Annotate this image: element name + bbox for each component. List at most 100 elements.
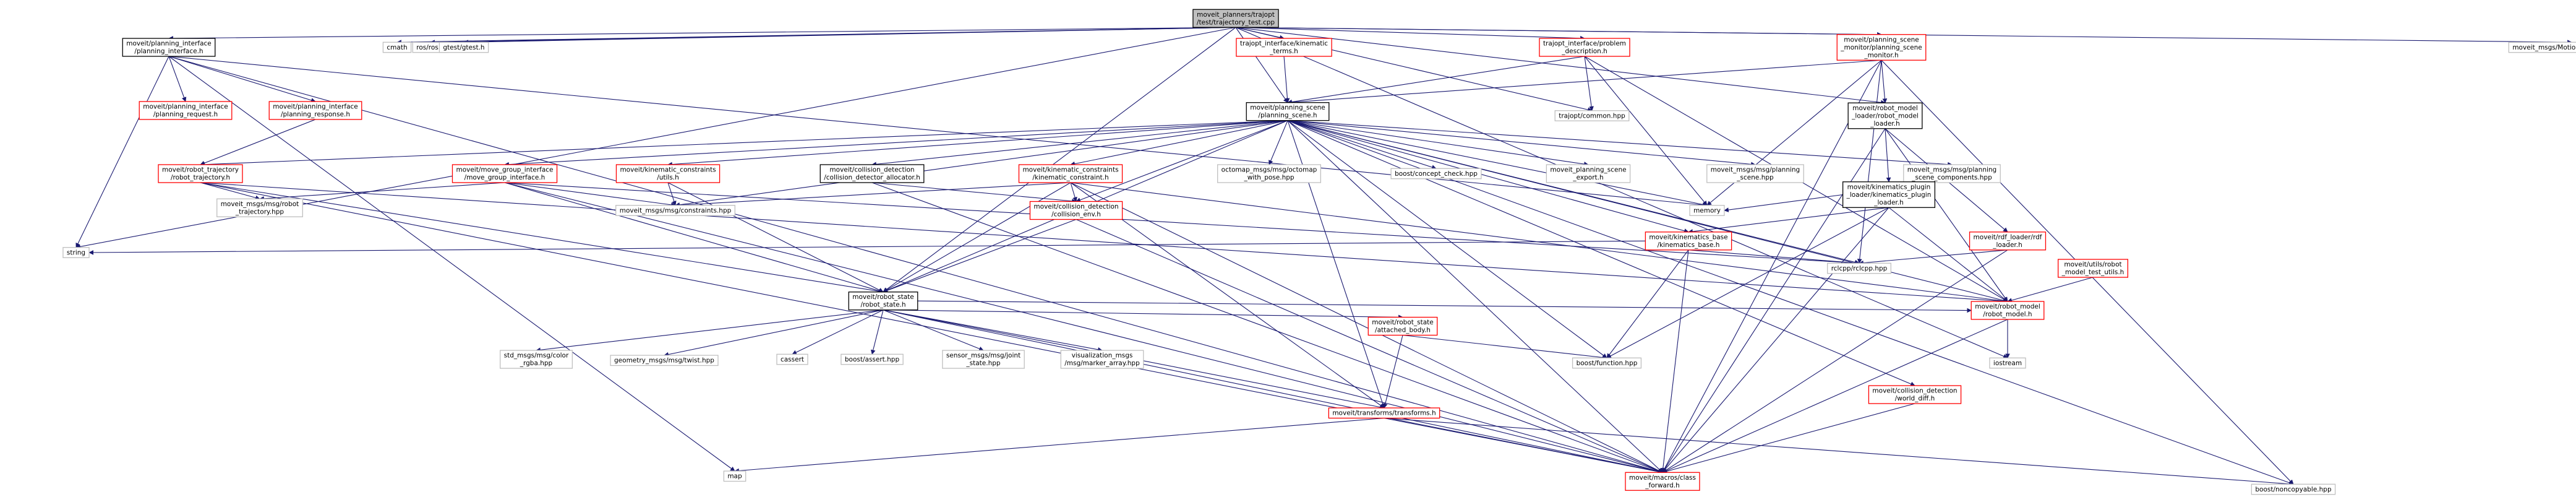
node-label-line: moveit_planners/trajopt <box>1197 11 1275 19</box>
node-label-line: /utils.h <box>657 174 679 181</box>
graph-edge-ps-to-octomap <box>1269 120 1288 165</box>
graph-node-rmtu[interactable]: moveit/utils/robot_model_test_utils.h <box>2058 259 2128 278</box>
graph-edge-kb-to-string <box>88 240 1646 255</box>
graph-edge-rs-to-twist <box>664 309 884 357</box>
node-label-line: /robot_model.h <box>1983 311 2032 318</box>
graph-edge-rml-to-kpl <box>1885 128 1891 183</box>
node-box <box>382 41 412 53</box>
graph-node-tf[interactable]: moveit/transforms/transforms.h <box>1328 407 1440 419</box>
node-label-line: /collision_env.h <box>1051 211 1101 219</box>
graph-edge-rs-to-ab <box>883 309 1403 320</box>
graph-edge-rm-to-cf <box>1662 319 2008 473</box>
node-label-line: _trajectory.hpp <box>235 208 285 215</box>
node-box <box>1903 164 2001 183</box>
node-box <box>1246 102 1330 121</box>
graph-edge-rs-to-markerarr <box>883 309 1103 352</box>
node-label-line: _description.h <box>1561 48 1607 55</box>
graph-edge-ps-to-rt <box>200 120 1288 167</box>
graph-node-markerarr: visualization_msgs/msg/marker_array.hpp <box>1060 350 1144 369</box>
graph-node-memory: memory <box>1689 205 1725 216</box>
graph-node-tiprob[interactable]: trajopt_interface/problem_description.h <box>1539 38 1630 57</box>
node-box <box>1645 232 1732 251</box>
node-box <box>2058 259 2128 278</box>
graph-edge-rs-to-cf <box>883 309 1663 474</box>
node-box <box>1842 181 1936 208</box>
node-label-line: moveit_msgs/MotionPlanResponse.h <box>2512 44 2576 51</box>
graph-node-kc[interactable]: moveit/kinematic_constraints/kinematic_c… <box>1018 164 1123 183</box>
node-label-line: moveit/kinematic_constraints <box>1022 167 1118 174</box>
graph-edge-ps-to-mgi <box>504 120 1288 167</box>
graph-edge-tiprob-to-memory <box>1584 56 1708 206</box>
graph-node-cassert: cassert <box>776 353 808 365</box>
graph-node-tcommon: trajopt/common.hpp <box>1554 110 1630 121</box>
node-box <box>451 164 558 183</box>
node-label-line: iostream <box>1993 360 2022 367</box>
node-label-line: /kinematic_constraint.h <box>1032 174 1108 181</box>
graph-edge-ce-to-rs <box>883 219 1077 293</box>
graph-edge-pif-to-map <box>168 56 735 472</box>
graph-edge-root-to-pif <box>168 27 1236 41</box>
graph-edge-rs-to-stdcolor <box>536 309 884 353</box>
node-label-line: _scene_components.hpp <box>1911 174 1992 181</box>
graph-node-cda[interactable]: moveit/collision_detection/collision_det… <box>819 164 925 183</box>
graph-edge-ps-to-wd <box>1287 120 1915 386</box>
node-label-line: string <box>67 249 85 256</box>
graph-node-tikterms[interactable]: trajopt_interface/kinematic_terms.h <box>1236 38 1332 57</box>
graph-edge-ps-to-memory <box>1287 120 1708 207</box>
node-label-line: _loader.h <box>1870 120 1900 128</box>
graph-edge-rt-to-mmrt <box>200 182 260 201</box>
graph-node-presp[interactable]: moveit/planning_interface/planning_respo… <box>268 101 362 120</box>
graph-node-pif[interactable]: moveit/planning_interface/planning_inter… <box>122 38 216 57</box>
graph-edge-kcutils-to-rs <box>667 182 884 293</box>
graph-node-psexport: moveit_planning_scene_export.h <box>1546 164 1631 183</box>
node-label-line: visualization_msgs <box>1072 352 1133 360</box>
graph-edge-cda-to-ce <box>871 182 1077 204</box>
graph-node-ps[interactable]: moveit/planning_scene/planning_scene.h <box>1246 102 1330 121</box>
node-box <box>1868 385 1962 404</box>
node-box <box>1989 357 2026 369</box>
graph-node-ce[interactable]: moveit/collision_detection/collision_env… <box>1029 201 1123 220</box>
node-label-line: moveit/utils/robot <box>2064 261 2121 269</box>
node-box <box>158 164 243 183</box>
graph-node-root[interactable]: moveit_planners/trajopt/test/trajectory_… <box>1192 9 1279 28</box>
graph-edge-ps-to-mmpsc <box>1287 120 1953 167</box>
graph-node-kcutils[interactable]: moveit/kinematic_constraints/utils.h <box>615 164 721 183</box>
graph-node-rs[interactable]: moveit/robot_state/robot_state.h <box>848 292 918 311</box>
node-box <box>942 350 1025 369</box>
graph-node-ab[interactable]: moveit/robot_state/attached_body.h <box>1367 316 1438 336</box>
node-label-line: /move_group_interface.h <box>464 174 546 181</box>
node-label-line: gtest/gtest.h <box>443 44 484 51</box>
node-box <box>1969 232 2047 251</box>
graph-edge-pif-to-cf <box>168 56 1663 474</box>
node-label-line: /robot_state.h <box>860 301 905 309</box>
node-label-line: _rgba.hpp <box>520 360 553 367</box>
graph-node-psm[interactable]: moveit/planning_scene_monitor/planning_s… <box>1836 34 1927 61</box>
graph-node-mgi[interactable]: moveit/move_group_interface/move_group_i… <box>451 164 558 183</box>
node-label-line: moveit/collision_detection <box>1033 203 1118 210</box>
node-box <box>1706 164 1804 183</box>
node-box <box>268 101 362 120</box>
graph-edge-rs-to-jointstate <box>883 309 984 352</box>
graph-node-cf[interactable]: moveit/macros/class_forward.h <box>1625 472 1700 491</box>
graph-node-rt[interactable]: moveit/robot_trajectory/robot_trajectory… <box>158 164 243 183</box>
node-label-line: moveit/planning_scene <box>1844 36 1919 43</box>
graph-edge-tiprob-to-tcommon <box>1584 56 1594 111</box>
graph-node-wd[interactable]: moveit/collision_detection/world_diff.h <box>1868 385 1962 404</box>
graph-edge-tf-to-cf <box>1384 417 1663 474</box>
graph-node-kpl[interactable]: moveit/kinematics_plugin_loader/kinemati… <box>1842 181 1936 208</box>
node-box <box>1018 164 1123 183</box>
graph-node-rm[interactable]: moveit/robot_model/robot_model.h <box>1971 301 2045 320</box>
node-label-line: moveit/planning_interface <box>143 103 228 111</box>
node-box <box>1390 168 1482 180</box>
graph-node-rml[interactable]: moveit/robot_model_loader/robot_model_lo… <box>1847 102 1923 129</box>
node-label-line: std_msgs/msg/color <box>504 352 569 360</box>
node-label-line: /test/trajectory_test.cpp <box>1197 19 1275 26</box>
graph-node-srdf[interactable]: moveit/rdf_loader/rdf_loader.h <box>1969 232 2047 251</box>
graph-node-kb[interactable]: moveit/kinematics_base/kinematics_base.h <box>1645 232 1732 251</box>
graph-edge-mgi-to-cf <box>504 182 1663 474</box>
graph-edge-kc-to-ce <box>1070 182 1077 202</box>
graph-edge-ps-to-kcutils <box>667 120 1288 167</box>
graph-node-preq[interactable]: moveit/planning_interface/planning_reque… <box>139 101 233 120</box>
node-label-line: _monitor.h <box>1864 51 1898 59</box>
node-label-line: moveit/robot_model <box>1852 105 1918 112</box>
